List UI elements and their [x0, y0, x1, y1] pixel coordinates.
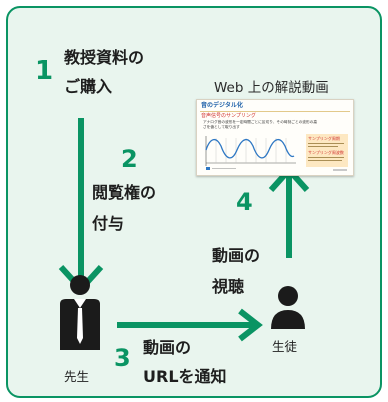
video-slide-heading: 音声信号のサンプリング — [201, 113, 256, 119]
video-slide-title: 音のデジタル化 — [201, 102, 243, 109]
video-thumbnail: 音のデジタル化 音声信号のサンプリング アナログ音の波形を一定時間ごとに区切り、… — [196, 99, 354, 176]
step-1-line2: ご購入 — [64, 77, 113, 96]
step-4-line1: 動画の — [212, 246, 261, 265]
step-1-number: 1 — [35, 56, 54, 86]
step-1-line1: 教授資料の — [64, 48, 145, 67]
step-4-line2: 視聴 — [212, 277, 245, 296]
step-3-line1: 動画の — [143, 338, 192, 357]
step-2-line1: 閲覧権の — [92, 183, 157, 202]
video-slide-body-line2: さを値として取り出す — [203, 125, 240, 129]
step-4-number: 4 — [236, 188, 253, 216]
video-slide-side-label1: サンプリング周期 — [308, 136, 340, 141]
step-3-line2: URLを通知 — [143, 367, 227, 386]
step-2-number: 2 — [121, 145, 138, 173]
video-slide-body-line1: アナログ音の波形を一定時間ごとに区切り、その時刻ごとの波形の高 — [203, 120, 318, 124]
video-caption: Web 上の解説動画 — [214, 80, 329, 96]
sampling-wave-graph — [205, 136, 296, 170]
step-2-line2: 付与 — [92, 214, 125, 233]
teacher-label: 先生 — [64, 369, 90, 384]
student-label: 生徒 — [272, 339, 298, 354]
student-icon — [271, 286, 305, 329]
step-3-number: 3 — [114, 344, 131, 372]
teacher-icon — [60, 275, 100, 350]
video-slide-side-label2: サンプリング周波数 — [308, 150, 344, 155]
